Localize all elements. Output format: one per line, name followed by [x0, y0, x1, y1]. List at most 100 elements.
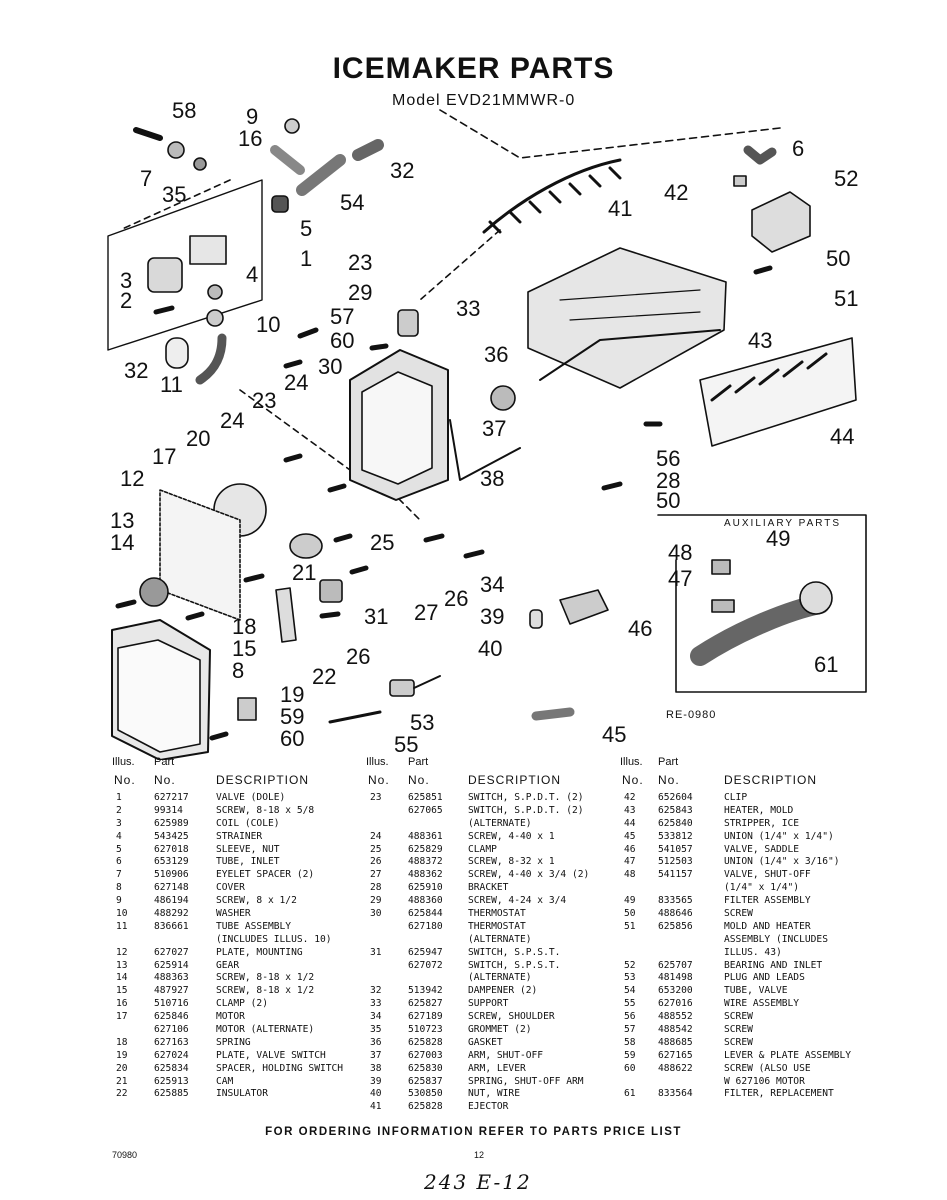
document-code: 70980	[112, 1150, 138, 1160]
illus-number: 13	[116, 959, 128, 971]
illus-number: 5	[116, 843, 122, 855]
illus-number: 34	[370, 1011, 382, 1023]
callout-label: 15	[232, 636, 256, 661]
part-number: 627189	[408, 1011, 443, 1023]
part-number: 488363	[154, 972, 189, 984]
callout-label: 7	[140, 166, 152, 191]
illus-number: 52	[624, 959, 636, 971]
part-description: COVER	[216, 882, 245, 894]
illus-number: 28	[370, 882, 382, 894]
illus-number: 33	[370, 998, 382, 1010]
callout-label: 52	[834, 166, 858, 191]
part-number: 627003	[408, 1049, 443, 1061]
illus-number: 35	[370, 1024, 382, 1036]
callout-label: 4	[246, 262, 258, 287]
callout-label: 31	[364, 604, 388, 629]
part-number: 99314	[154, 804, 183, 816]
illus-number: 46	[624, 843, 636, 855]
illus-number: 45	[624, 830, 636, 842]
part-description: LEVER & PLATE ASSEMBLY	[724, 1049, 852, 1061]
part-description: CAM	[216, 1075, 234, 1087]
header-no: No.	[114, 773, 136, 787]
callout-label: 51	[834, 286, 858, 311]
illus-number: 56	[624, 1011, 636, 1023]
callout-label: 44	[830, 424, 854, 449]
part-number: 627016	[658, 998, 693, 1010]
part-description: SWITCH, S.P.D.T. (2)	[468, 792, 584, 803]
part-number: 625913	[154, 1075, 189, 1087]
part-number: 513942	[408, 985, 443, 997]
part-number: 836661	[154, 920, 189, 932]
part-description: SCREW, 4-24 x 3/4	[468, 895, 567, 907]
part-description: SCREW, 8-18 x 1/2	[216, 972, 315, 984]
part-number: 625707	[658, 959, 693, 971]
illus-number: 20	[116, 1062, 128, 1074]
callout-label: 26	[346, 644, 370, 669]
part-number: 488292	[154, 908, 189, 920]
part-description: SCREW, 8 x 1/2	[216, 895, 297, 907]
part-description: SCREW, 8-32 x 1	[468, 856, 555, 868]
part-number: 533812	[658, 830, 693, 842]
illus-number: 10	[116, 908, 128, 920]
part-description: VALVE, SHUT-OFF	[724, 869, 811, 881]
illus-number: 21	[116, 1075, 128, 1087]
part-description: TUBE, VALVE	[724, 985, 788, 997]
part-description: CLIP	[724, 792, 748, 803]
part-description: (INCLUDES ILLUS. 10)	[216, 933, 332, 945]
callout-label: 19	[280, 682, 304, 707]
part-number: 488646	[658, 908, 693, 920]
table-row: ASSEMBLY (INCLUDES	[620, 934, 870, 947]
illus-number: 54	[624, 985, 636, 997]
part-description: NUT, WIRE	[468, 1088, 520, 1100]
part-description: HEATER, MOLD	[724, 804, 794, 816]
part-number: 652604	[658, 792, 693, 803]
part-number: 625856	[658, 920, 693, 932]
part-description: DAMPENER (2)	[468, 985, 538, 997]
part-description: THERMOSTAT	[468, 908, 526, 920]
ordering-note: FOR ORDERING INFORMATION REFER TO PARTS …	[265, 1126, 682, 1138]
part-number: 512503	[658, 856, 693, 868]
illus-number: 40	[370, 1088, 382, 1100]
callout-label: 42	[664, 180, 688, 205]
callout-label: 10	[256, 312, 280, 337]
callout-label: 40	[478, 636, 502, 661]
part-description: VALVE, SADDLE	[724, 843, 800, 855]
illus-number: 50	[624, 908, 636, 920]
part-description: FILTER ASSEMBLY	[724, 895, 811, 907]
callout-label: 38	[480, 466, 504, 491]
part-number: 627165	[658, 1049, 693, 1061]
part-number: 625829	[408, 843, 443, 855]
part-description: SUPPORT	[468, 998, 509, 1010]
part-description: PLATE, VALVE SWITCH	[216, 1049, 326, 1061]
table-row: W 627106 MOTOR	[620, 1076, 870, 1089]
part-description: GASKET	[468, 1036, 503, 1048]
illus-number: 30	[370, 908, 382, 920]
part-number: 627018	[154, 843, 189, 855]
page-number: 12	[474, 1150, 485, 1160]
part-description: SCREW, 8-18 x 5/8	[216, 804, 315, 816]
part-number: 627027	[154, 946, 189, 958]
part-description: TUBE, INLET	[216, 856, 280, 868]
illus-number: 41	[370, 1101, 382, 1113]
header-illus: Illus.	[620, 756, 643, 768]
